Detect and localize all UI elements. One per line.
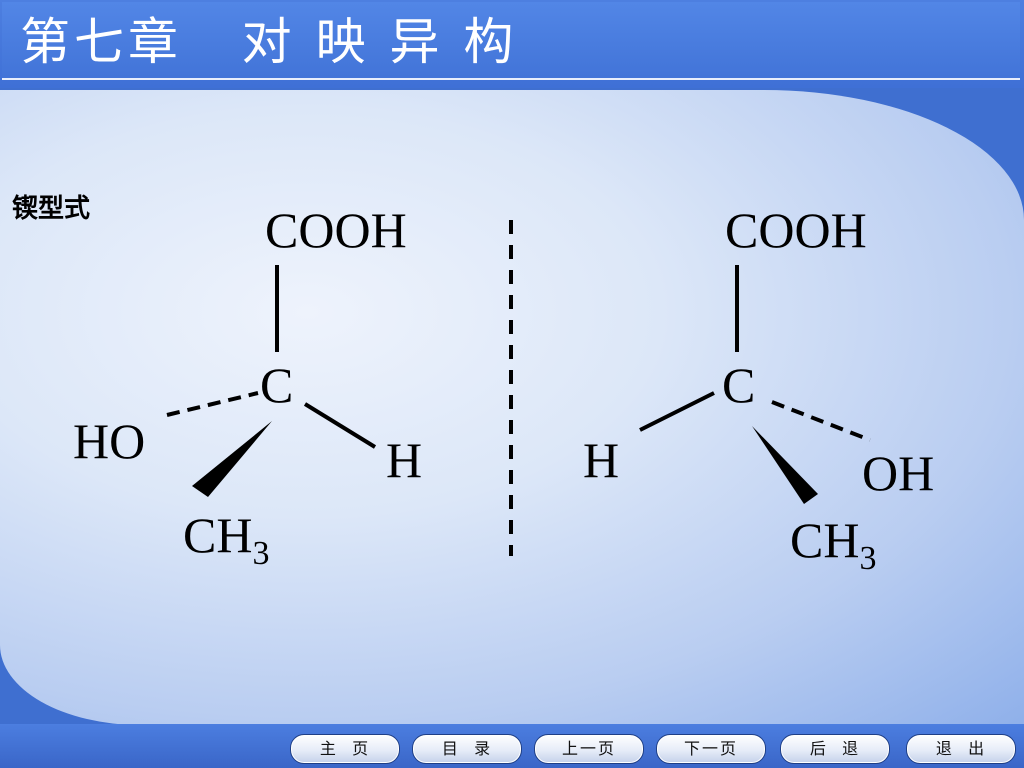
- right-cooh-label: COOH: [725, 202, 867, 258]
- right-carbon-label: C: [722, 357, 755, 413]
- next-page-button[interactable]: 下一页: [656, 734, 766, 764]
- header-bar: 第七章 对 映 异 构: [2, 2, 1020, 80]
- right-bond-plain: [639, 391, 715, 432]
- right-molecule: COOH C H OH CH3: [583, 202, 934, 577]
- left-h-label: H: [386, 432, 422, 488]
- left-ho-label: HO: [73, 413, 145, 469]
- right-h-label: H: [583, 432, 619, 488]
- exit-button[interactable]: 退 出: [906, 734, 1016, 764]
- left-carbon-label: C: [260, 357, 293, 413]
- navigation-bar: 主 页 目 录 上一页 下一页 后 退 退 出: [0, 724, 1024, 768]
- right-bond-dashed: [771, 400, 871, 442]
- right-ch3-label: CH3: [790, 512, 876, 577]
- left-molecule: COOH C HO H CH3: [73, 202, 422, 572]
- right-bond-wedge: [752, 426, 818, 504]
- section-label: 锲型式: [12, 194, 91, 224]
- left-cooh-label: COOH: [265, 202, 407, 258]
- home-button[interactable]: 主 页: [290, 734, 400, 764]
- left-bond-plain: [303, 402, 377, 449]
- left-bond-wedge: [192, 421, 272, 497]
- toc-button[interactable]: 目 录: [412, 734, 522, 764]
- slide-header: 第七章 对 映 异 构: [0, 0, 1024, 88]
- left-bond-dashed: [166, 391, 259, 417]
- right-oh-label: OH: [862, 445, 934, 501]
- left-ch3-label: CH3: [183, 507, 269, 572]
- back-button[interactable]: 后 退: [780, 734, 890, 764]
- prev-page-button[interactable]: 上一页: [534, 734, 644, 764]
- slide-title: 第七章 对 映 异 构: [20, 13, 518, 71]
